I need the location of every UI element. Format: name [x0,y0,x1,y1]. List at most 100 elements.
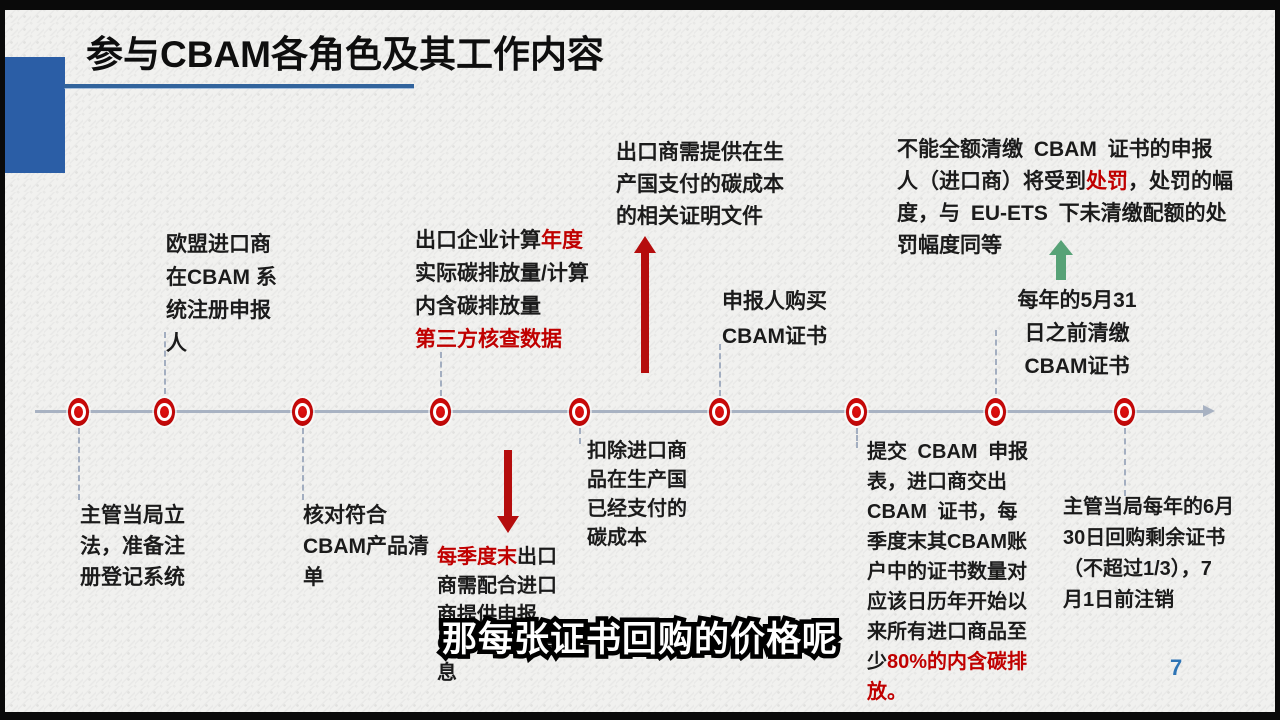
timeline-marker-7 [846,398,867,426]
note-line: 每季度末出口 [437,543,557,572]
note-authority-legislation: 主管当局立 法，准备注 册登记系统 [80,500,185,593]
note-line: 商提供申报 [437,604,537,626]
timeline-marker-5 [569,398,590,426]
note-line: 户中的证书数量对 [867,561,1027,583]
note-quarter-end-cooperation: 每季度末出口 商需配合进口 商提供申报 CBAM相关信 息 [437,543,557,688]
note-line: 实际碳排放量/计算 [415,262,589,285]
note-line: 册登记系统 [80,566,185,589]
note-line: 扣除进口商 [587,440,687,462]
note-line: 欧盟进口商 [166,233,271,256]
note-line: CBAM产品清 [303,535,429,558]
frame-top-bar [0,0,1280,10]
red-up-arrow-icon [634,236,656,373]
note-line: 提交 CBAM 申报 [867,441,1029,463]
page-title: 参与CBAM各角色及其工作内容 [86,34,604,75]
note-line: 已经支付的 [587,498,687,520]
note-eu-importer-register: 欧盟进口商 在CBAM 系 统注册申报 人 [166,228,277,360]
note-surrender-deadline: 每年的5月31 日之前清缴 CBAM证书 [998,284,1156,383]
note-line-segment-red: 年度 [541,229,583,252]
connector-dash-9 [1124,428,1126,496]
note-line: 申报人购买 [722,290,827,313]
connector-dash-3 [302,428,304,500]
note-line: 主管当局立 [80,504,185,527]
note-line: CBAM 证书，每 [867,501,1018,523]
note-line-segment: 人（进口商）将受到 [897,170,1086,193]
note-check-product-list: 核对符合 CBAM产品清 单 [303,500,429,593]
note-line: 统注册申报 [166,299,271,322]
timeline-axis [35,410,1207,413]
note-line: 产国支付的碳成本 [616,173,784,196]
frame-bottom-bar [0,712,1280,720]
connector-dash-4 [440,352,442,396]
note-line-segment: 出口企业计算 [415,229,541,252]
connector-dash-6 [719,344,721,396]
timeline-arrowhead-icon [1203,405,1215,417]
note-line: 法，准备注 [80,535,185,558]
note-line: 人 [166,332,187,355]
note-line: 的相关证明文件 [616,205,763,228]
note-line: 人（进口商）将受到处罚，处罚的幅 [897,166,1233,198]
note-declarant-buy-cert: 申报人购买 CBAM证书 [722,284,827,354]
note-line: 息 [437,662,457,684]
note-line-red: 放。 [867,681,907,703]
connector-dash-7 [856,428,858,448]
note-line: CBAM证书 [722,325,827,348]
note-line-segment-red: 80%的内含碳排 [887,651,1028,673]
timeline-marker-1 [68,398,89,426]
note-line: 出口企业计算年度 [415,224,589,257]
frame-right-bar [1275,0,1280,720]
note-line: 表，进口商交出 [867,471,1007,493]
note-deduct-carbon-cost: 扣除进口商 品在生产国 已经支付的 碳成本 [587,437,687,553]
note-line-segment: 少 [867,651,887,673]
note-line-segment-red: 每季度末 [437,546,517,568]
title-accent-rectangle [5,57,65,173]
note-line: 商需配合进口 [437,575,557,597]
timeline-marker-6 [709,398,730,426]
red-down-arrow-icon [497,450,519,533]
video-subtitle-text: 那每张证书回购的价格呢 [441,620,838,659]
page-number: 7 [1170,655,1183,680]
note-line: 碳成本 [587,527,647,549]
note-submit-declaration: 提交 CBAM 申报 表，进口商交出 CBAM 证书，每 季度末其CBAM账 户… [867,437,1028,707]
note-line: 不能全额清缴 CBAM 证书的申报 [897,138,1213,161]
note-line-segment: 出口 [517,546,557,568]
note-line: 品在生产国 [587,469,687,491]
timeline-marker-2 [154,398,175,426]
note-line: CBAM证书 [1024,355,1130,378]
timeline-marker-3 [292,398,313,426]
note-line-red: 第三方核查数据 [415,328,562,351]
note-line: 主管当局每年的6月 [1063,496,1235,518]
note-line: 出口商需提供在生 [616,141,784,164]
slide-background [5,10,1275,712]
title-underline [64,84,414,88]
note-line: 核对符合 [303,504,387,527]
note-line: 月1日前注销 [1063,589,1175,611]
note-exporter-proof-docs: 出口商需提供在生 产国支付的碳成本 的相关证明文件 [616,137,784,233]
note-line: CBAM相关信 [437,633,557,655]
connector-dash-8 [995,330,997,394]
note-penalty: 不能全额清缴 CBAM 证书的申报 人（进口商）将受到处罚，处罚的幅 度，与 E… [897,134,1233,262]
note-line: 每年的5月31 [1017,289,1137,312]
note-line: 日之前清缴 [1024,322,1130,345]
connector-dash-2 [164,332,166,394]
note-line: 来所有进口商品至 [867,621,1027,643]
video-subtitle: 那每张证书回购的价格呢 那每张证书回购的价格呢 [0,616,1280,664]
note-line: 单 [303,566,324,589]
timeline-marker-4 [430,398,451,426]
note-line: 30日回购剩余证书 [1063,527,1226,549]
note-line: 季度末其CBAM账 [867,531,1027,553]
note-line-segment: ，处罚的幅 [1128,170,1233,193]
note-line: 少80%的内含碳排 [867,647,1028,677]
note-line: （不超过1/3），7 [1063,558,1212,580]
note-line: 内含碳排放量 [415,295,541,318]
note-buyback-cancel: 主管当局每年的6月 30日回购剩余证书 （不超过1/3），7 月1日前注销 [1063,492,1234,616]
green-up-arrow-icon [1049,240,1073,280]
timeline-marker-8 [985,398,1006,426]
note-exporter-calculation: 出口企业计算年度 实际碳排放量/计算 内含碳排放量 第三方核查数据 [415,224,589,356]
video-subtitle-outline: 那每张证书回购的价格呢 [437,616,841,664]
note-line-segment-red: 处罚 [1086,170,1128,193]
note-line: 罚幅度同等 [897,234,1002,257]
note-line: 度，与 EU-ETS 下未清缴配额的处 [897,202,1227,225]
connector-dash-5 [579,428,581,444]
